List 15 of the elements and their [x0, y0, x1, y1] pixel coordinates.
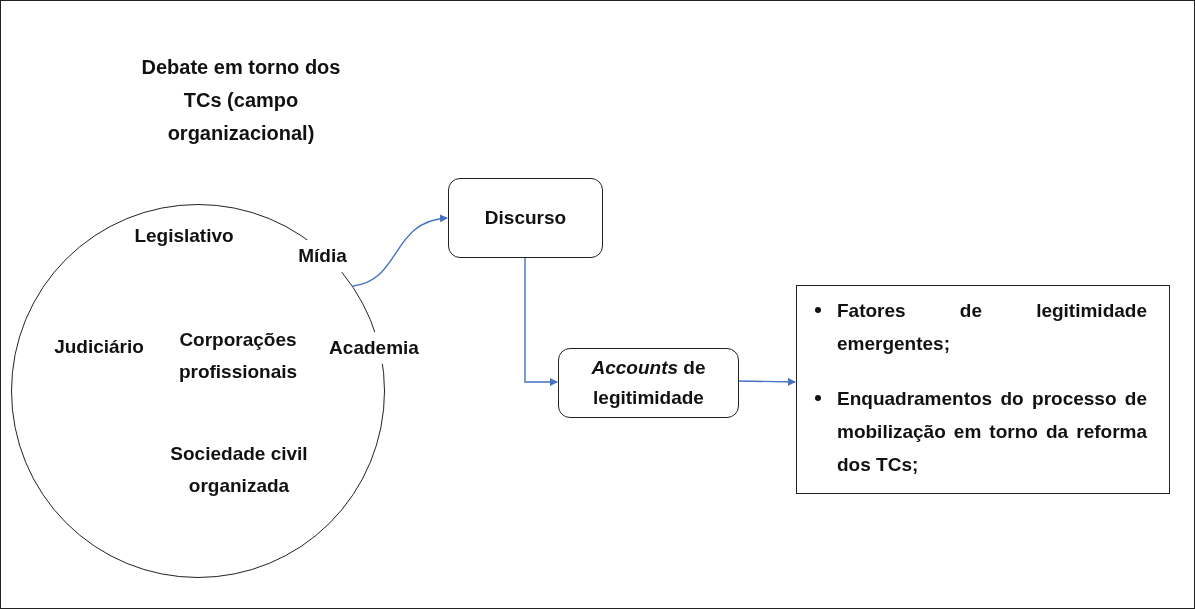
arrow [524, 257, 558, 386]
bullet-item: Enquadramentos do processo de mobilização em torno da reforma dos TCs; [837, 387, 1147, 477]
field-label: Mídia [298, 239, 347, 272]
field-label: Judiciário [54, 335, 144, 359]
field-label: Corporações profissionais [177, 328, 299, 384]
field-label: Sociedade civil organizada [169, 442, 309, 498]
process-box: Discurso [448, 178, 603, 258]
field-label: Legislativo [134, 224, 234, 248]
arrow [738, 377, 796, 386]
arrow [352, 215, 448, 287]
bullet-item: Fatores de legitimidade emergentes; [837, 299, 1147, 356]
field-label: Academia [329, 332, 419, 364]
text-box [796, 285, 1170, 494]
process-box: Accounts de legitimidade [558, 348, 739, 418]
heading: Debate em torno dos TCs (campo organizacional) [140, 55, 342, 146]
